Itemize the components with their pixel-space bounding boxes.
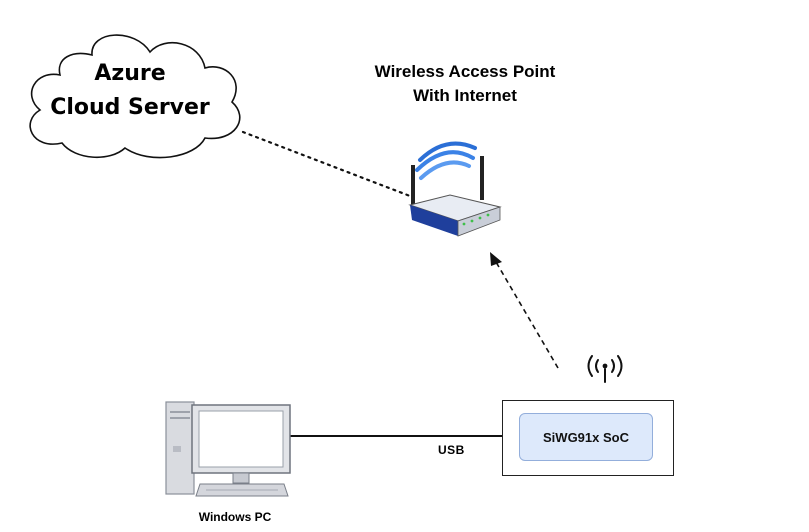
usb-label: USB: [438, 443, 465, 457]
cloud-label-line1: Azure: [94, 61, 166, 86]
cloud-icon: [29, 34, 241, 159]
access-point-label: Wireless Access Point With Internet: [330, 60, 600, 108]
antenna-signal-icon: [587, 355, 623, 383]
soc-label: SiWG91x SoC: [543, 429, 629, 445]
cloud-label-line2: Cloud Server: [50, 95, 210, 120]
access-point-label-line1: Wireless Access Point: [374, 62, 556, 81]
desktop-computer-icon: [165, 401, 291, 497]
soc-board: SiWG91x SoC: [502, 400, 674, 476]
windows-pc-label: Windows PC: [198, 510, 272, 524]
soc-chip: SiWG91x SoC: [519, 413, 653, 461]
cloud-router-link: [241, 130, 412, 198]
wireless-router-icon: [408, 141, 502, 237]
soc-router-arrow: [490, 252, 559, 369]
access-point-label-line2: With Internet: [413, 86, 517, 105]
cloud-label: Azure Cloud Server: [40, 57, 220, 125]
